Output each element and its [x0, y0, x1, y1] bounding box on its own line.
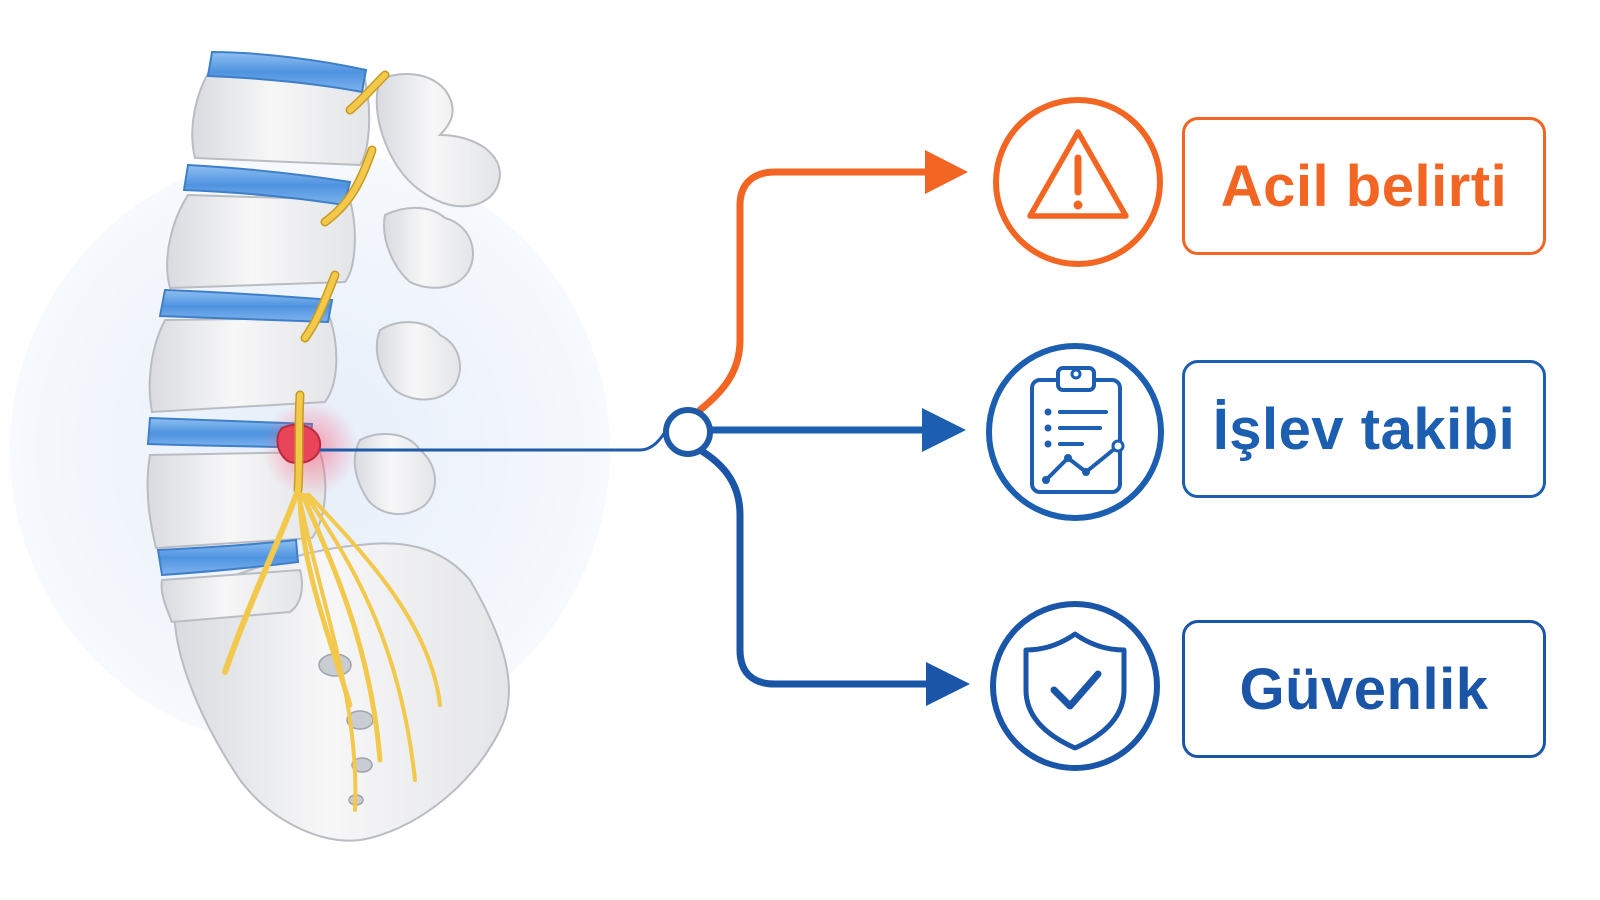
connectors	[320, 150, 970, 706]
shield-check-icon	[990, 601, 1160, 771]
sacral-foramen	[351, 757, 373, 773]
vertebral-bodies	[146, 68, 371, 624]
disc	[158, 288, 334, 324]
label-safety: Güvenlik	[1182, 620, 1546, 758]
branch-line-urgent	[696, 168, 934, 414]
branch-line-safety	[696, 446, 936, 688]
warning-triangle-icon	[993, 97, 1163, 267]
label-function-tracking: İşlev takibi	[1182, 360, 1546, 498]
vertebral-processes	[353, 73, 502, 516]
spinal-nerves	[222, 70, 442, 812]
sacrum	[173, 542, 510, 842]
disc	[206, 50, 368, 94]
label-urgent: Acil belirti	[1182, 117, 1546, 255]
junction-hub	[663, 407, 713, 457]
lumbar-spine-illustration	[146, 50, 510, 842]
arrow-urgent-icon	[925, 150, 968, 194]
arrow-safety-icon	[926, 662, 970, 706]
arrow-function-icon	[922, 408, 966, 452]
disc	[156, 538, 300, 577]
clipboard-chart-icon	[986, 343, 1164, 521]
